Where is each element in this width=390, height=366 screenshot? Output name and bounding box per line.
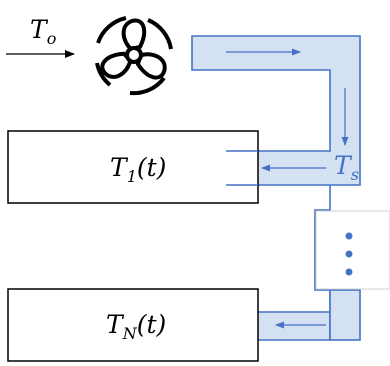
- fan-icon: [95, 16, 173, 96]
- room-n-box: [7, 288, 259, 362]
- outside-temp-label: To: [30, 15, 56, 48]
- room-1-temp-label: T1(t): [110, 153, 166, 186]
- room-n-temp-label: TN(t): [106, 310, 166, 343]
- supply-temp-label: Ts: [334, 151, 359, 184]
- room-1-duct-inlet: [226, 150, 258, 186]
- room-1-box: [7, 130, 259, 204]
- vertical-ellipsis-icon: [345, 232, 353, 276]
- duct-return-strip: [329, 289, 361, 341]
- ellipsis-box: [315, 210, 390, 290]
